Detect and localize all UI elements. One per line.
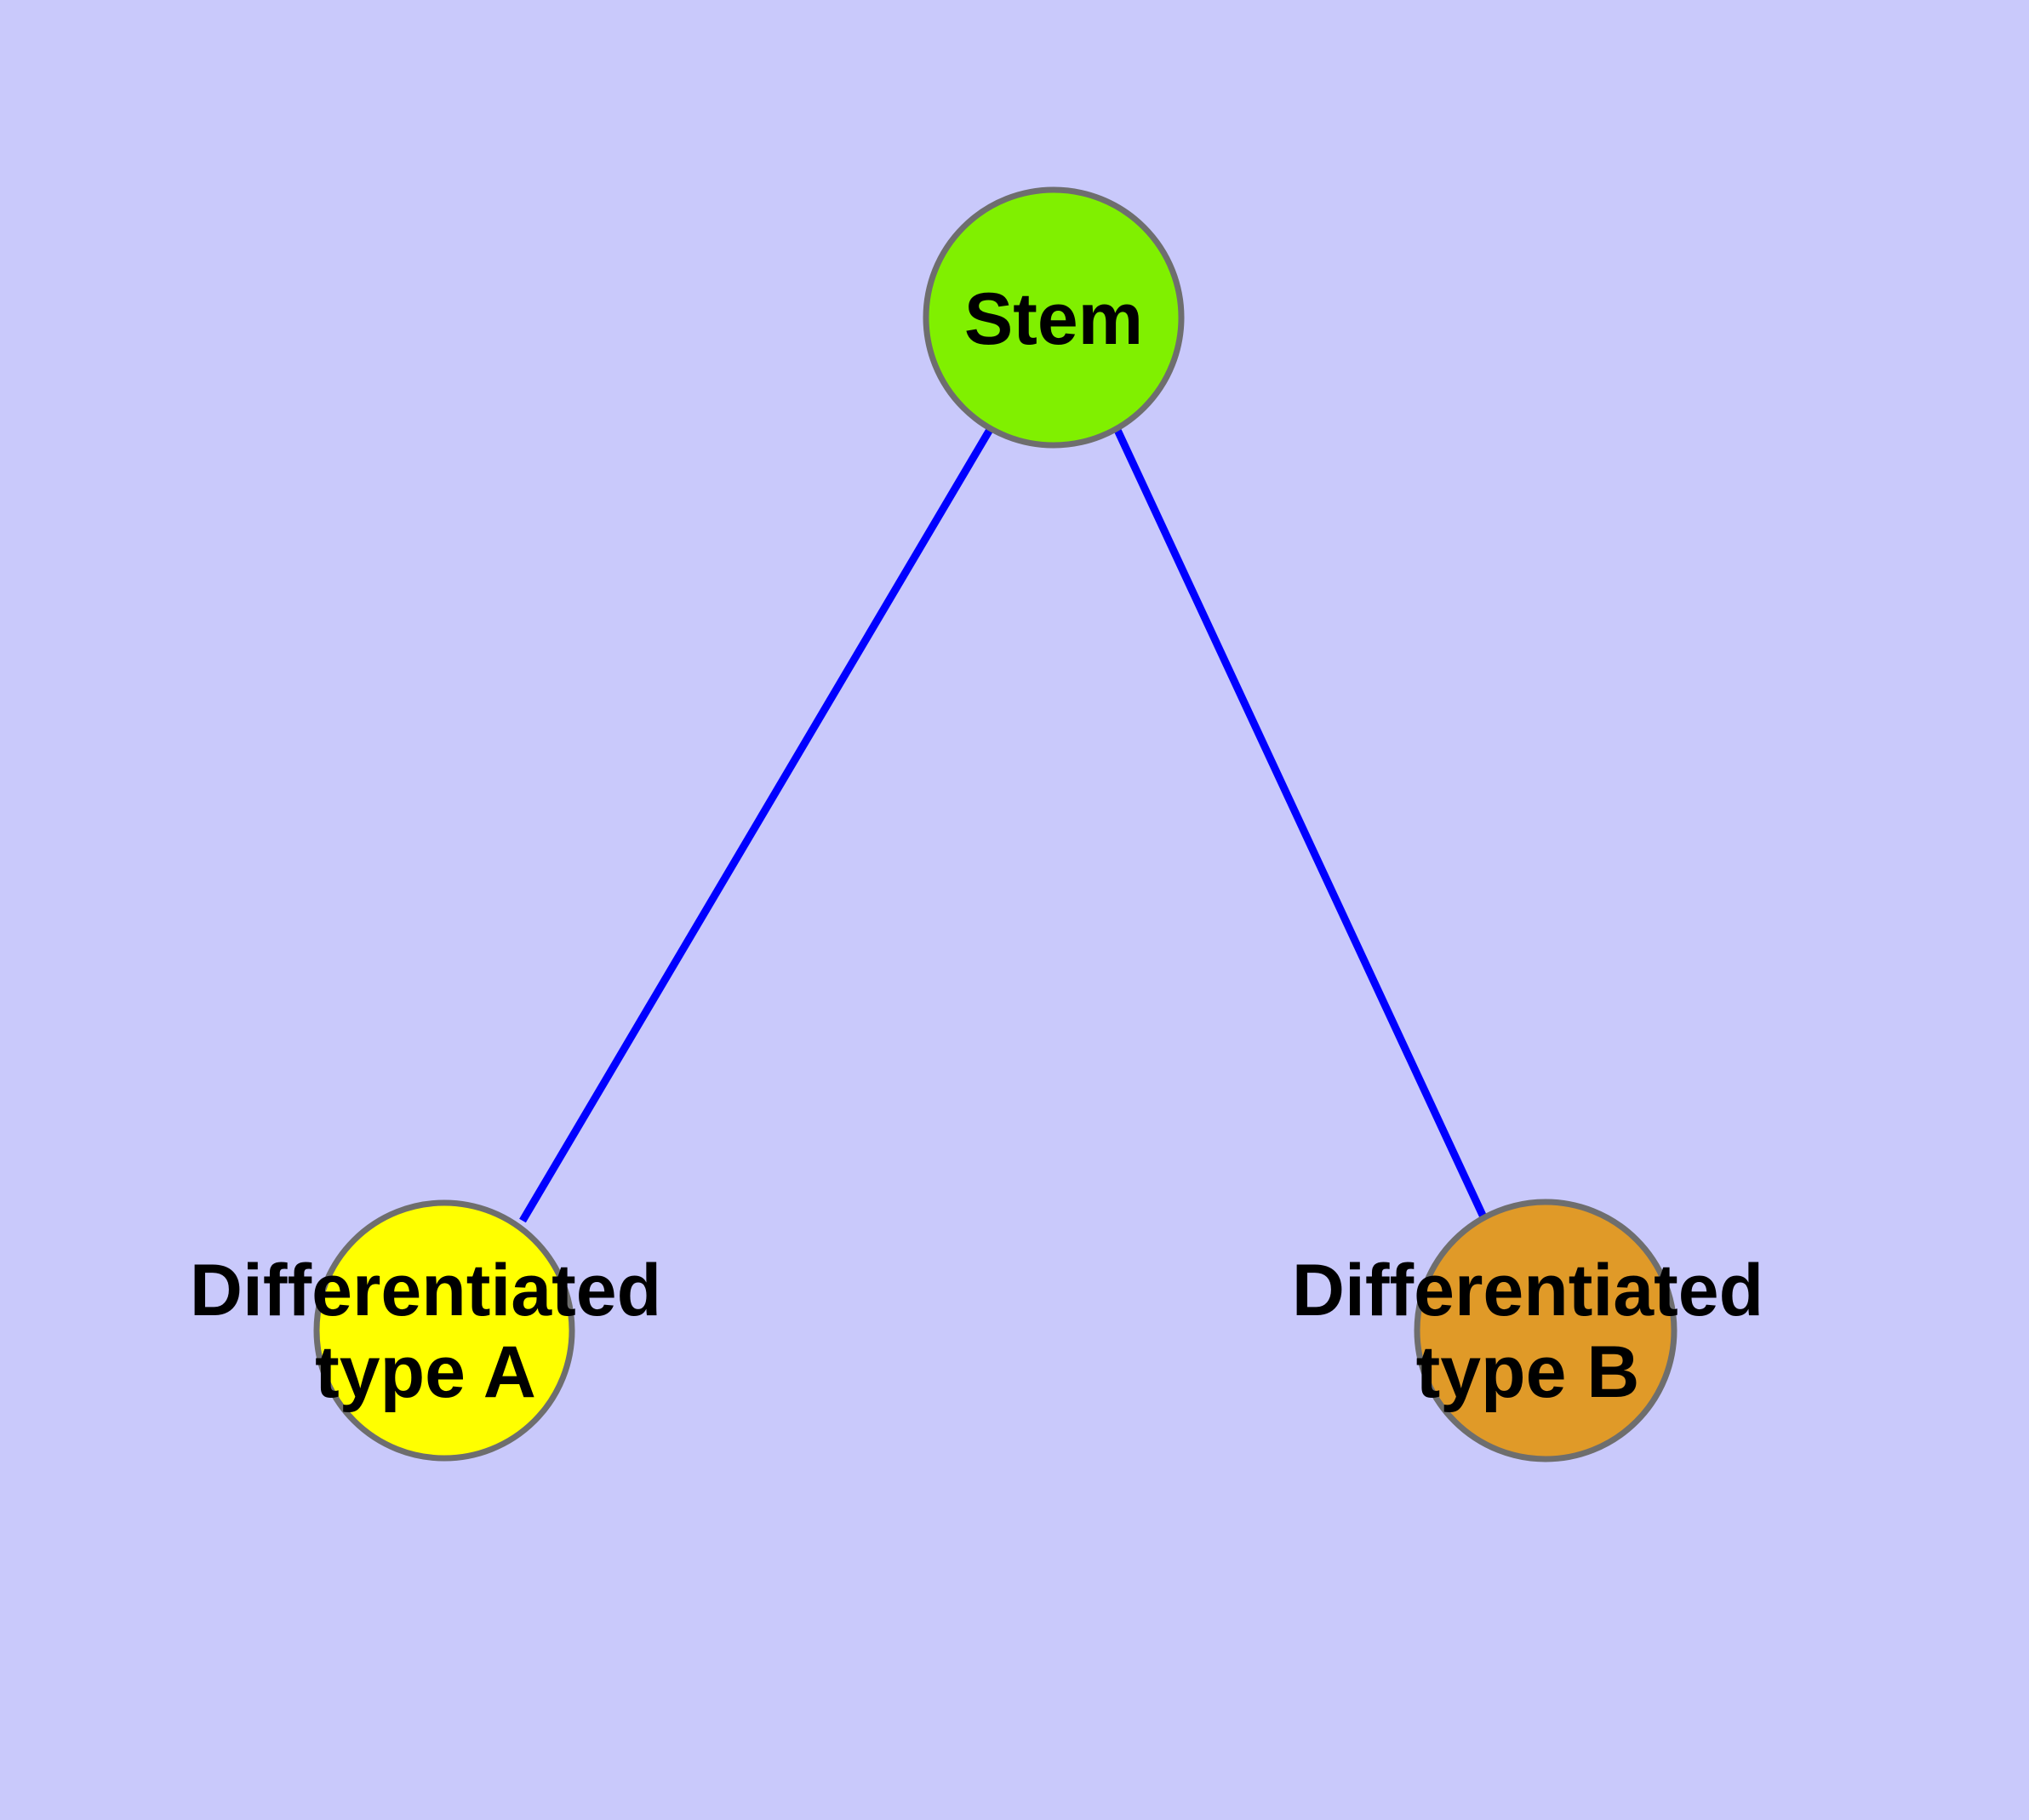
edge-stem-to-diff-b[interactable]: [1112, 426, 1489, 1222]
node-label-line: Stem: [964, 278, 1143, 360]
node-circle-diff-a[interactable]: [313, 1199, 575, 1462]
node-circle-diff-b[interactable]: [1414, 1199, 1677, 1462]
nodes-layer: [313, 186, 1677, 1462]
node-label-line: type A: [315, 1331, 536, 1413]
node-label-line: type B: [1416, 1331, 1640, 1413]
node-label-line: Differentiated: [190, 1250, 661, 1331]
node-circle-stem[interactable]: [923, 186, 1185, 449]
edge-stem-to-diff-a[interactable]: [519, 426, 994, 1223]
edges-layer: [519, 426, 1489, 1223]
node-label-stem: Stem: [964, 278, 1143, 360]
node-label-line: Differentiated: [1292, 1250, 1763, 1331]
